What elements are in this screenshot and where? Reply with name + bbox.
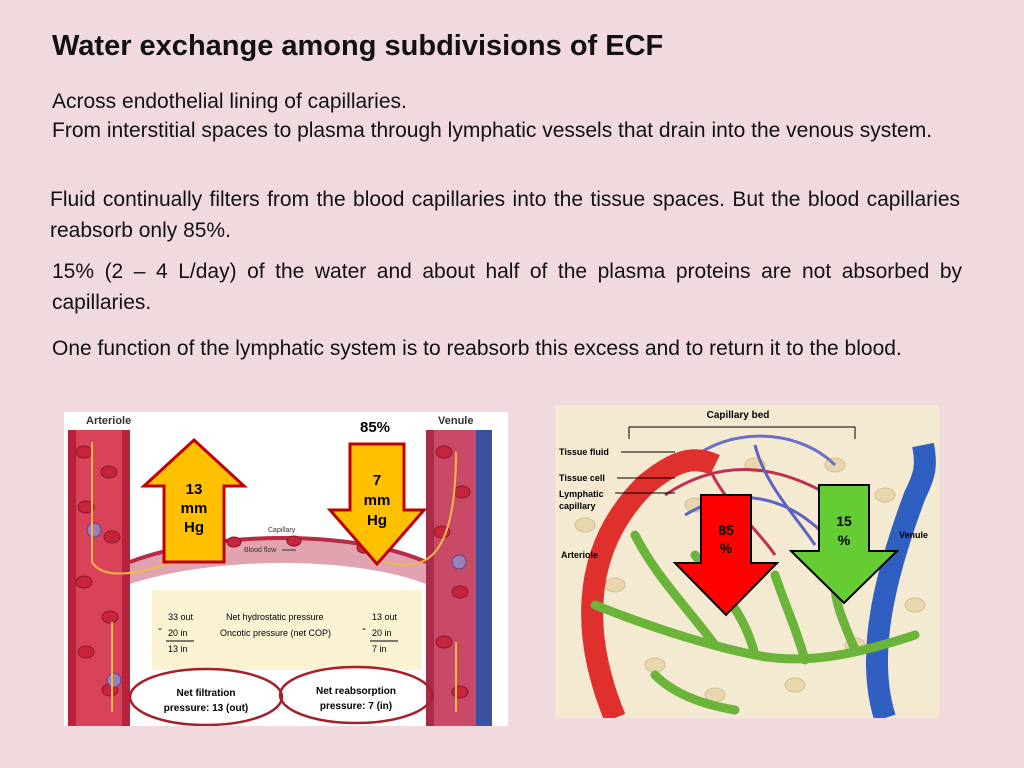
row2-left: 20 in (168, 628, 188, 638)
filtration-ellipse (128, 667, 284, 726)
capillary-bed-svg: Capillary bed Tissue fluid Tissue cell L… (555, 405, 939, 718)
row1-right: 13 out (372, 612, 398, 622)
red-arrow-pct: % (720, 540, 733, 556)
pct-85-label: 85% (360, 419, 390, 436)
reabsorption-label-2: pressure: 7 (in) (320, 701, 392, 712)
arteriole-label-right: Arteriole (561, 550, 598, 560)
capillary-pressure-diagram: Arteriole Venule 85% 13 mm Hg 7 mm Hg Ca… (64, 412, 508, 726)
green-arrow-pct: % (838, 532, 851, 548)
arrow-up-value: 13 (186, 481, 203, 498)
lymphatic-label-1: Lymphatic (559, 489, 604, 499)
green-15-arrow (788, 484, 900, 605)
row1-mid: Net hydrostatic pressure (226, 612, 324, 622)
arrow-up-unit-mm: mm (181, 500, 208, 517)
capillary-label: Capillary (268, 527, 296, 534)
filtration-arrow-up (140, 437, 248, 564)
line-endothelial: Across endothelial lining of capillaries… (52, 90, 407, 113)
reabsorption-arrow-down (326, 442, 428, 567)
row3-right: 7 in (372, 644, 387, 654)
tissue-cell-label: Tissue cell (559, 473, 605, 483)
red-arrow-value: 85 (718, 522, 734, 538)
venule-vessel-right (866, 442, 936, 718)
slide-title: Water exchange among subdivisions of ECF (52, 30, 664, 62)
row1-left: 33 out (168, 612, 194, 622)
line-interstitial: From interstitial spaces to plasma throu… (52, 119, 933, 142)
white-blood-cells (86, 522, 467, 688)
minus-left: - (158, 621, 162, 635)
venule-label-right: Venule (899, 530, 928, 540)
arrow-down-value: 7 (373, 472, 381, 489)
arteriole-label: Arteriole (86, 415, 131, 427)
arrow-down-unit-mm: mm (364, 492, 391, 509)
blood-flow-label: Blood flow (244, 547, 277, 554)
capillary-bed-bracket (628, 426, 856, 439)
para-lymphatic-function: One function of the lymphatic system is … (52, 337, 902, 360)
arteriole-vessel-right (581, 449, 720, 718)
filtration-label-2: pressure: 13 (out) (164, 703, 248, 714)
row2-mid: Oncotic pressure (net COP) (220, 628, 331, 638)
lymphatic-label-2: capillary (559, 501, 596, 511)
tissue-fluid-label: Tissue fluid (559, 447, 609, 457)
flow-line-venule (383, 451, 457, 566)
capillary-pressure-svg: Arteriole Venule 85% 13 mm Hg 7 mm Hg Ca… (68, 415, 492, 726)
flow-line-arteriole (91, 442, 175, 575)
arrow-up-unit-hg: Hg (184, 519, 204, 536)
reabsorption-label-1: Net reabsorption (316, 686, 396, 697)
interstitial-space (152, 590, 422, 670)
row2-right: 20 in (372, 628, 392, 638)
minus-right: - (362, 621, 366, 635)
row3-left: 13 in (168, 644, 188, 654)
arrow-down-unit-hg: Hg (367, 512, 387, 529)
reabsorption-ellipse (278, 665, 434, 725)
red-85-arrow (672, 494, 780, 617)
capillary-bed-label: Capillary bed (707, 410, 770, 421)
filtration-label-1: Net filtration (177, 688, 236, 699)
capillary-bed-diagram: Capillary bed Tissue fluid Tissue cell L… (555, 405, 939, 718)
venule-label: Venule (438, 415, 473, 427)
red-blood-cells (75, 445, 471, 699)
green-arrow-value: 15 (836, 513, 852, 529)
para-unabsorbed: 15% (2 – 4 L/day) of the water and about… (52, 260, 962, 314)
para-filtration: Fluid continually filters from the blood… (50, 188, 960, 242)
